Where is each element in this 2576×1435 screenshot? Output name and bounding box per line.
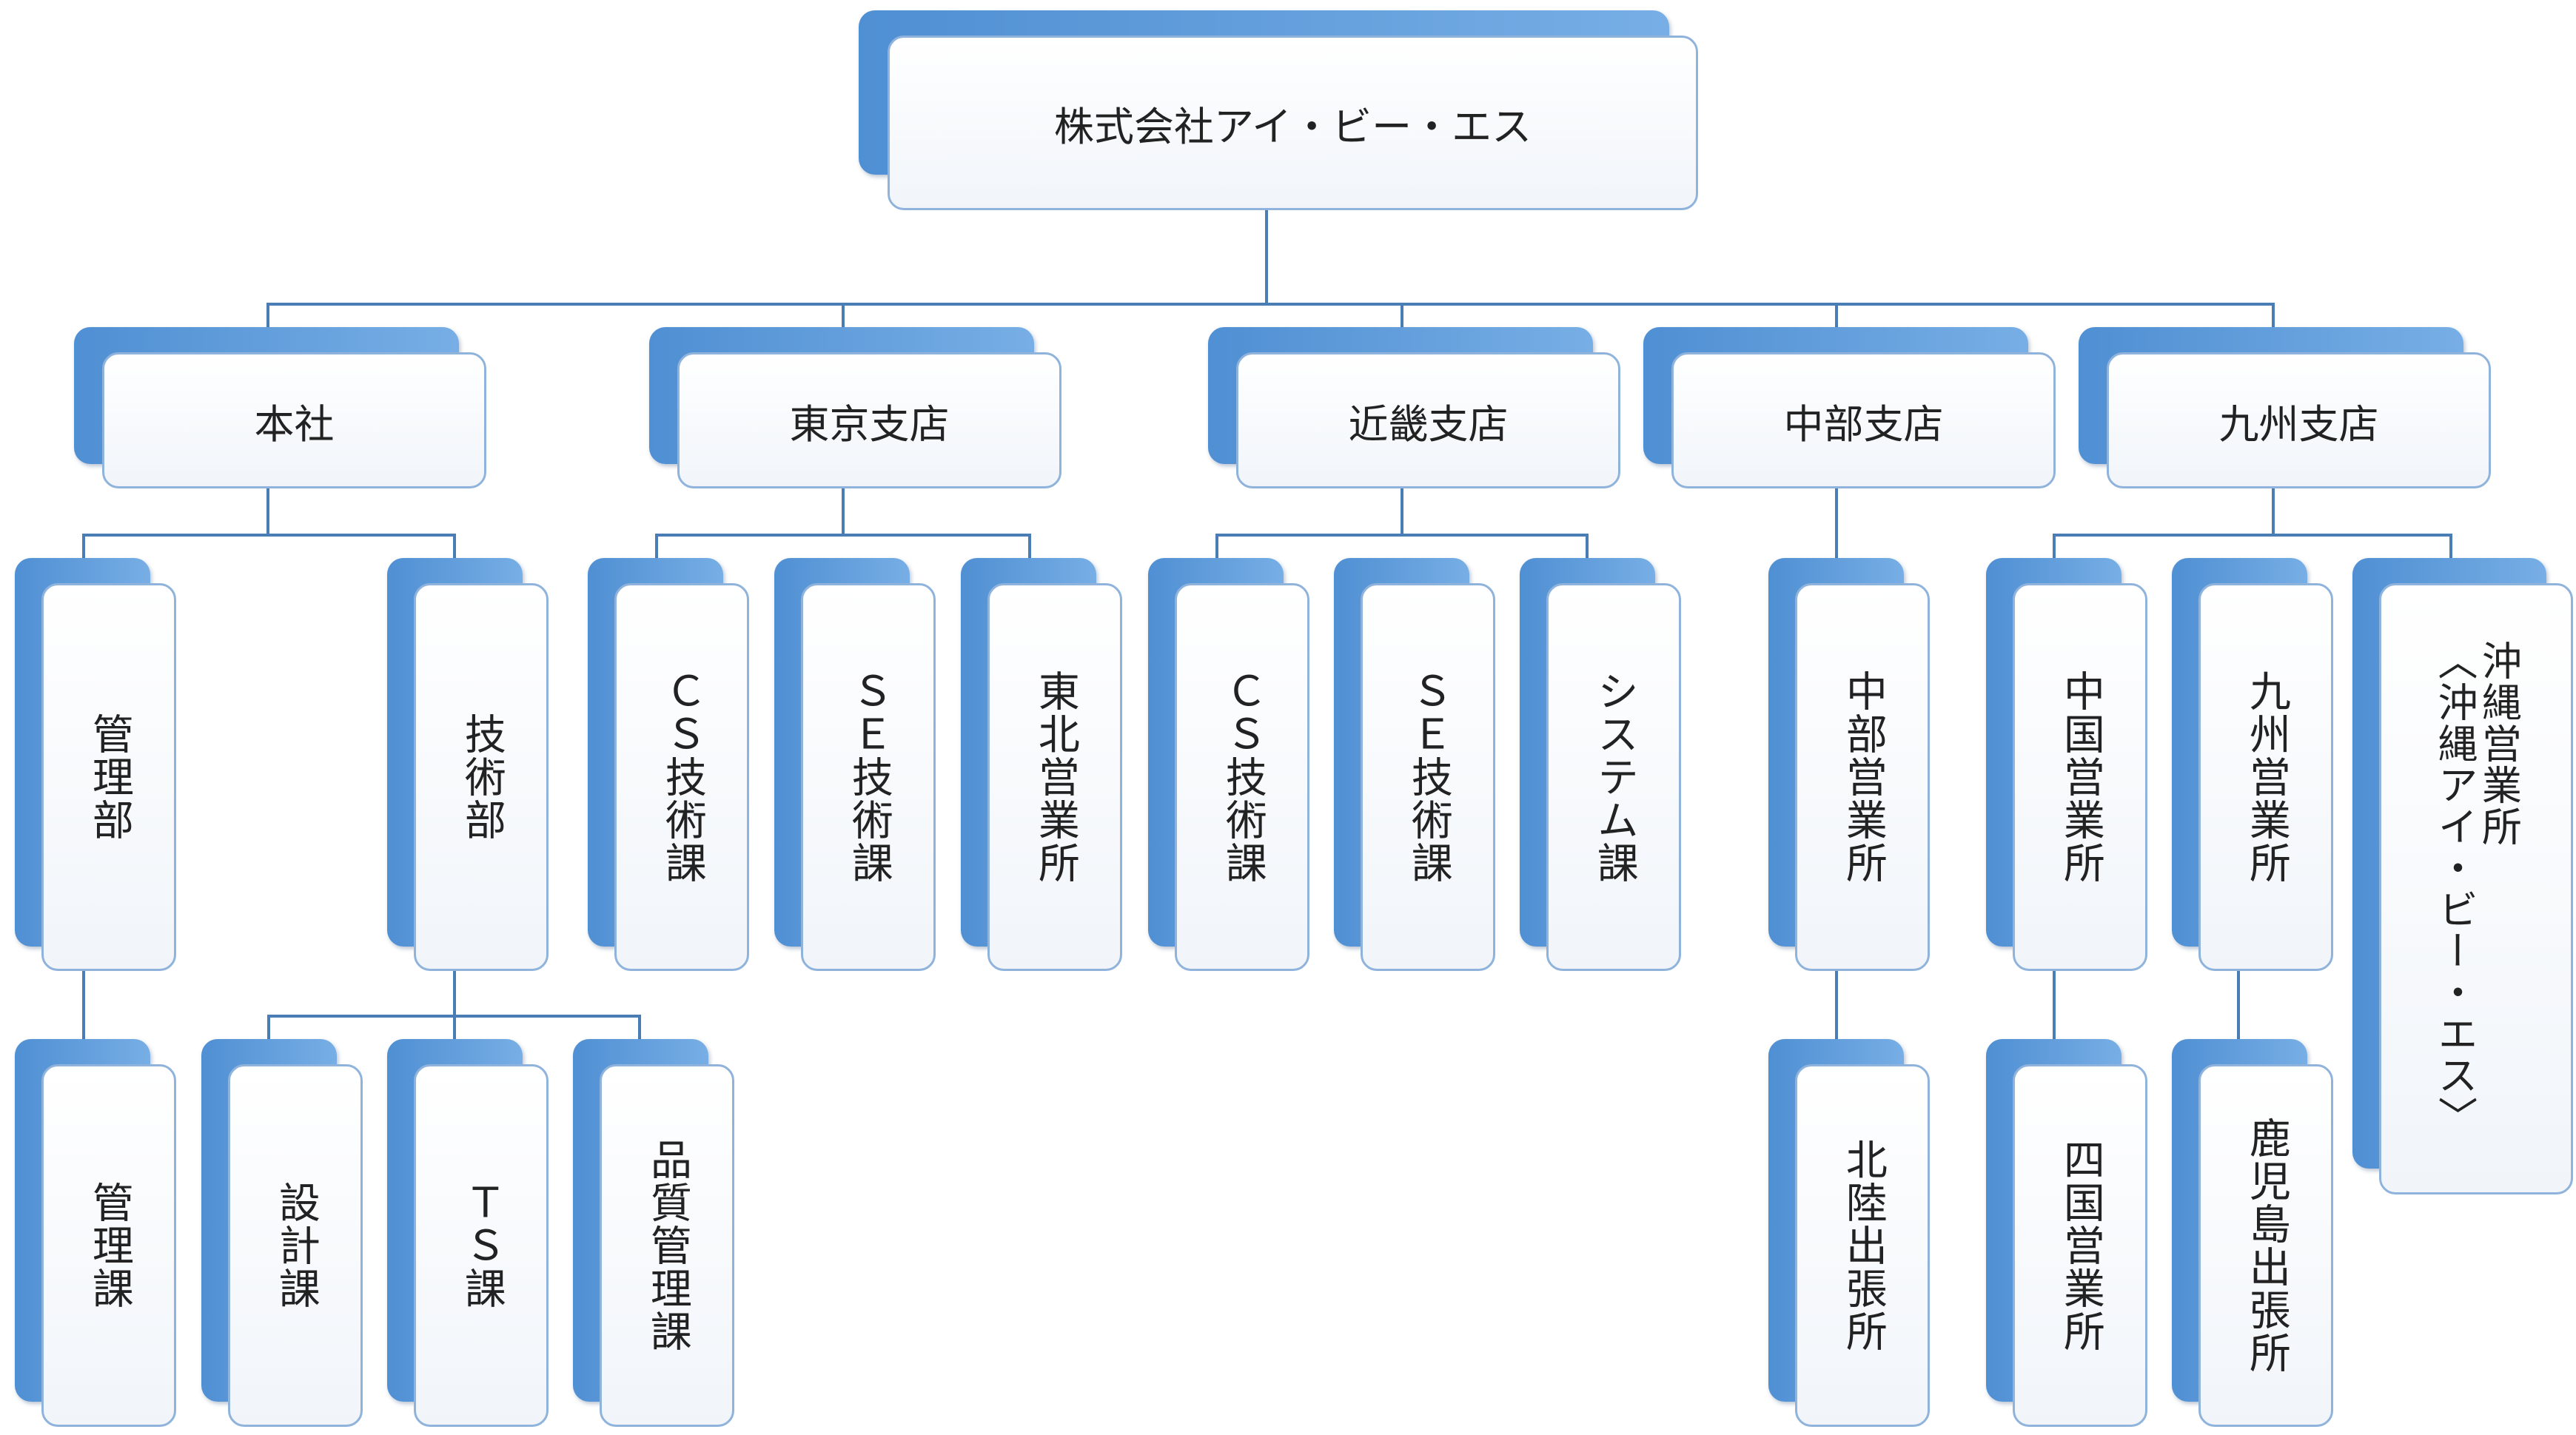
node-label: 品質管理課 — [643, 1138, 692, 1353]
node-label: ＴＳ課 — [457, 1181, 506, 1310]
connector — [2449, 534, 2452, 559]
node-label: ＣＳ技術課 — [1218, 670, 1267, 884]
node-label: 東北営業所 — [1031, 670, 1080, 884]
connector — [2053, 534, 2056, 559]
node-label: 管理課 — [85, 1181, 134, 1310]
connector — [655, 534, 658, 559]
connector — [1835, 969, 1838, 1044]
connector — [453, 1015, 456, 1041]
connector — [82, 534, 85, 559]
connector — [638, 1015, 641, 1041]
node-label: 技術部 — [457, 713, 506, 841]
connector — [2272, 303, 2275, 343]
node-label: 九州支店 — [2218, 400, 2379, 448]
connector — [842, 303, 845, 343]
node-label: 四国営業所 — [2056, 1138, 2105, 1353]
connector — [1835, 488, 1838, 559]
connector — [1265, 200, 1268, 304]
connector — [1401, 303, 1403, 343]
connector — [1401, 488, 1403, 535]
connector — [2053, 969, 2056, 1044]
node-label: 管理部 — [85, 713, 134, 841]
connector — [2237, 969, 2240, 1044]
connector — [2053, 534, 2452, 537]
connector — [82, 534, 456, 537]
connector — [842, 488, 845, 535]
connector — [453, 969, 456, 1016]
node-label: 中部営業所 — [1839, 670, 1888, 884]
node-label: 近畿支店 — [1348, 400, 1509, 448]
node-label: 沖縄営業所 〈沖縄アイ・ビー・エス〉 — [2431, 640, 2522, 1137]
connector — [266, 488, 269, 535]
connector — [2272, 488, 2275, 535]
node-label: 北陸出張所 — [1839, 1138, 1888, 1353]
connector — [1835, 303, 1838, 343]
connector — [1586, 534, 1589, 559]
node-label: 設計課 — [272, 1181, 321, 1310]
connector — [267, 1015, 270, 1041]
node-label: 本社 — [254, 400, 335, 448]
node-label: 株式会社アイ・ビー・エス — [1053, 103, 1532, 150]
connector — [1215, 534, 1589, 537]
node-label: 九州営業所 — [2242, 670, 2291, 884]
connector — [266, 303, 269, 343]
connector — [1215, 534, 1218, 559]
node-label: 中部支店 — [1783, 400, 1944, 448]
node-label: 鹿児島出張所 — [2242, 1117, 2291, 1374]
connector — [266, 303, 2275, 306]
node-label: ＳＥ技術課 — [845, 670, 893, 884]
connector — [1028, 534, 1031, 559]
node-label: 東京支店 — [789, 400, 950, 448]
connector — [655, 534, 1031, 537]
connector — [82, 969, 85, 1044]
node-label: ＣＳ技術課 — [658, 670, 707, 884]
node-label: システム課 — [1590, 670, 1639, 884]
connector — [453, 534, 456, 559]
node-label: ＳＥ技術課 — [1404, 670, 1453, 884]
node-label: 中国営業所 — [2056, 670, 2105, 884]
